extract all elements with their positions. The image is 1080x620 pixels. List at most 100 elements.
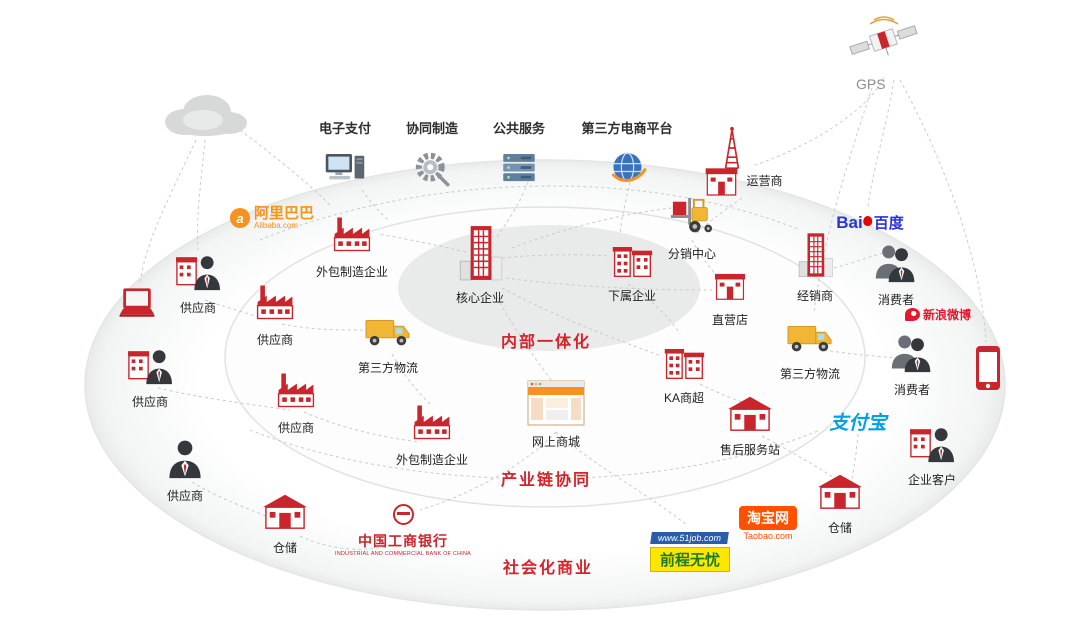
node-label: 第三方物流 [779,367,841,381]
decor-satellite [844,12,924,77]
node-label: 供应商 [277,421,314,435]
taobao-name: 淘宝网 [739,506,797,530]
service-label: 公共服务 [492,121,546,136]
node-label: 经销商 [796,289,833,303]
node-warehouse-right: 仓储 [817,470,863,536]
node-label: 供应商 [166,489,203,503]
alibaba-domain: Alibaba.com [253,220,299,230]
baidu-paw-icon [863,215,873,226]
person-building-icon [176,248,220,292]
phone-icon [972,344,1004,392]
node-subsidiary: 下属企业 [608,236,656,304]
baidu-cn-name: 百度 [873,215,904,232]
weibo-eye-icon [904,308,920,321]
icbc-subtitle: INDUSTRIAL AND COMMERCIAL BANK OF CHINA [334,551,472,557]
zone-label-inner: 内部一体化 [500,334,592,351]
node-label: KA商超 [663,391,704,405]
51job-url: www.51job.com [650,532,730,544]
service-public-service: 公共服务 [493,118,545,193]
node-label: 直营店 [711,313,748,327]
gear-icon [411,148,453,188]
person-icon [163,436,207,480]
node-label: 运营商 [746,173,783,188]
cloud-icon [157,86,253,138]
node-ka-supermarket: KA商超 [662,338,706,406]
icbc-logo-icon [392,504,414,525]
baidu-latin: Bai [836,213,863,232]
buildings-icon [610,236,654,280]
service-e-payment: 电子支付 [319,118,371,193]
node-label: 外包制造企业 [395,453,469,467]
node-supplier-left-3: 供应商 [274,368,318,436]
brand-baidu: Bai 百度 [836,212,903,233]
node-warehouse-left: 仓储 [262,490,308,556]
connection-lines [139,77,987,550]
node-tpl-right: 第三方物流 [780,318,840,382]
node-label: 消费者 [877,293,914,307]
alibaba-logo-icon: a [229,208,250,229]
decor-signal-tower [721,126,743,175]
alipay-name: 支付宝 [829,413,887,434]
weibo-name: 新浪微博 [922,308,972,322]
shop-icon [711,266,749,304]
icbc-name: 中国工商银行 [358,535,448,550]
node-label: 售后服务站 [719,443,781,457]
service-collab-mfg: 协同制造 [406,118,458,193]
truck-icon [787,318,833,358]
51job-name: 前程无忧 [649,547,731,572]
node-consumer-upper: 消费者 [874,240,918,308]
factory-icon [253,280,297,324]
service-label: 第三方电商平台 [581,121,673,136]
node-direct-store: 直营店 [711,266,749,328]
service-label: 电子支付 [318,121,372,136]
truck-icon [365,312,411,352]
warehouse-icon [727,392,773,434]
node-label: 仓储 [272,541,297,555]
node-after-sales: 售后服务站 [720,392,780,458]
buildings-icon [662,338,706,382]
service-third-party-ec: 第三方电商平台 [581,118,673,193]
node-distribution-center: 分销中心 [668,196,716,262]
zone-label-middle: 产业链协同 [500,472,592,489]
node-dealer: 经销商 [795,230,835,304]
globe-icon [606,148,648,188]
servers-icon [498,148,540,188]
hq-icon [455,224,505,282]
node-label: 仓储 [827,521,852,535]
node-label: 下属企业 [607,289,657,303]
satellite-icon [844,12,924,72]
factory-icon [274,368,318,412]
service-label: 协同制造 [405,121,459,136]
node-label: 外包制造企业 [315,265,389,279]
warehouse-icon [262,490,308,532]
node-supplier-bottom-left: 供应商 [163,436,207,504]
persons-icon [874,240,918,284]
node-enterprise-customer: 企业客户 [908,420,956,488]
forklift-icon [669,196,715,238]
node-label: 网上商城 [531,435,580,449]
node-label: 第三方物流 [357,361,419,375]
node-label: 企业客户 [907,473,957,487]
gps-label: GPS [856,76,886,92]
node-online-mall: 网上商城 [527,380,585,450]
person-building-icon [128,342,172,386]
hq-icon [795,230,835,280]
node-label: 消费者 [893,383,930,397]
node-supplier-mid-left: 供应商 [128,342,172,410]
browser-icon [527,380,585,426]
brand-51job: www.51job.com 前程无忧 [649,528,731,572]
ring-middle [224,206,866,508]
node-outsource-mfg-bottom: 外包制造企业 [396,400,468,468]
node-supplier-upper-left: 供应商 [176,248,220,316]
person-building-icon [910,420,954,464]
node-consumer-lower: 消费者 [890,330,934,398]
factory-icon [410,400,454,444]
node-label: 供应商 [256,333,293,347]
node-tpl-left: 第三方物流 [358,312,418,376]
persons-icon [890,330,934,374]
zone-label-outer: 社会化商业 [502,560,594,577]
node-label: 核心企业 [455,291,504,305]
